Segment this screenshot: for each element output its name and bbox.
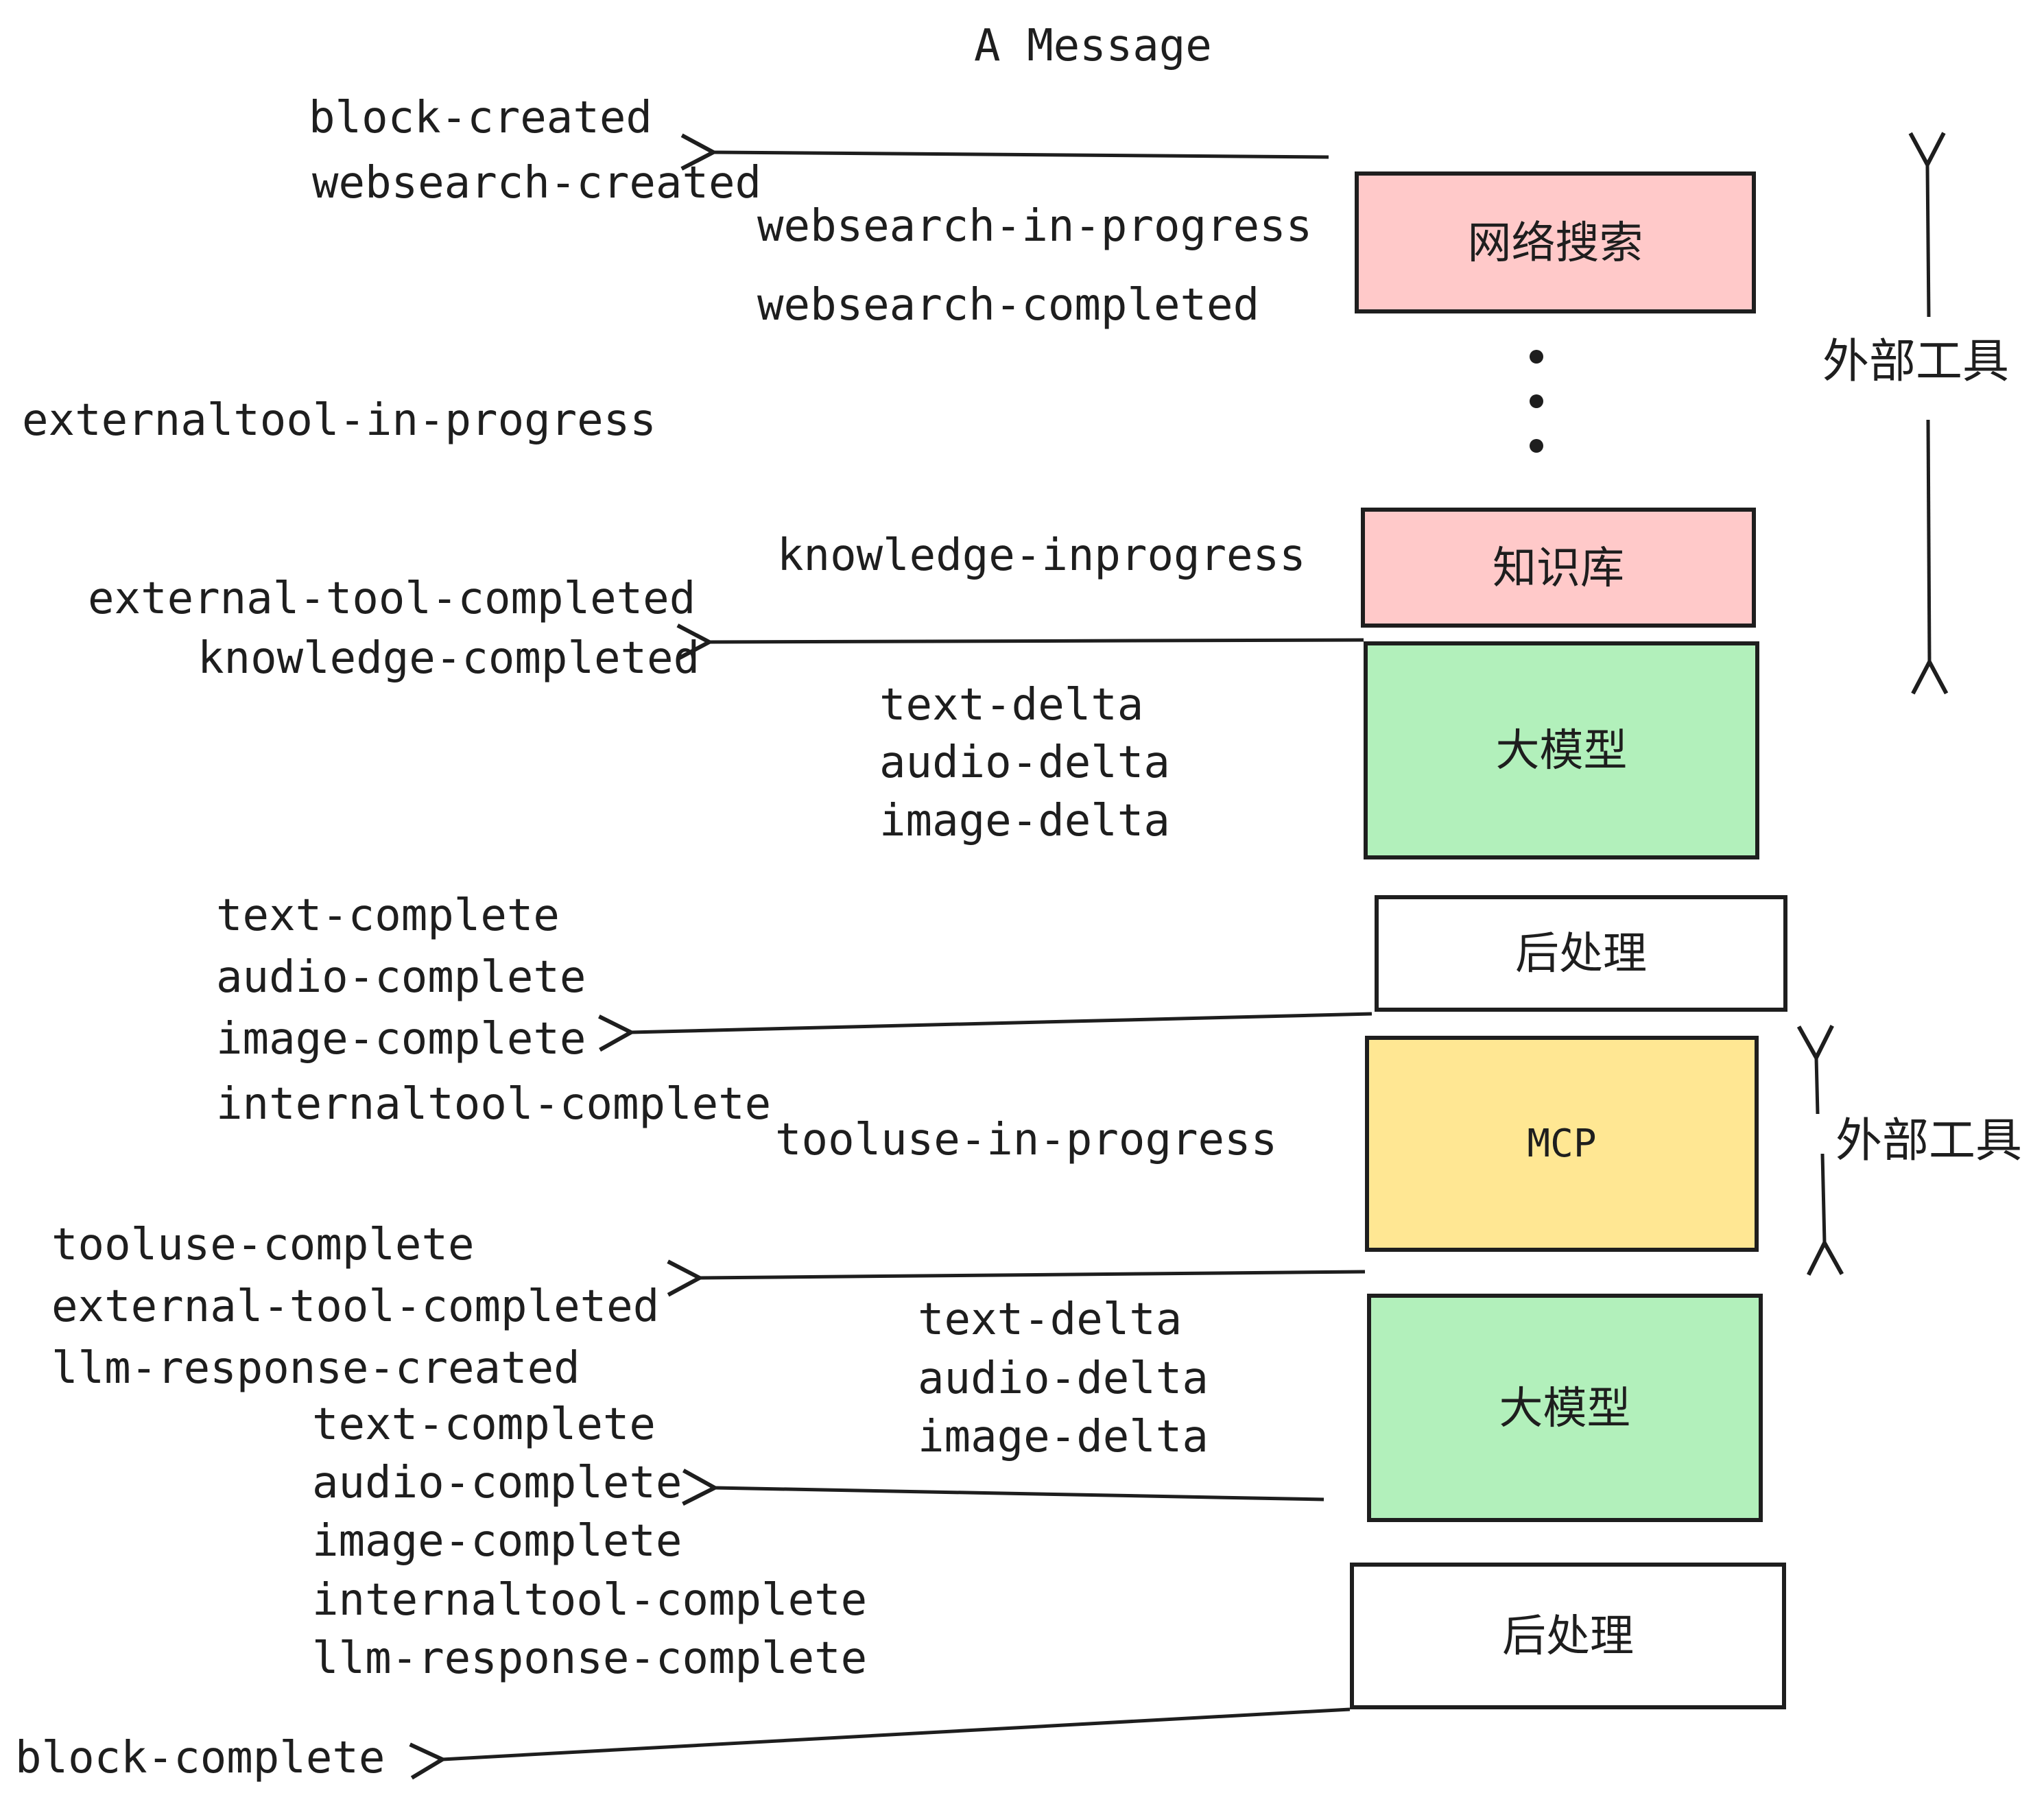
- arrow-to-block-complete: [409, 1707, 1351, 1780]
- page-title: A Message: [974, 21, 1212, 71]
- box-llm-2-label: 大模型: [1499, 1383, 1631, 1433]
- label-knowledge-inprogress: knowledge-inprogress: [777, 530, 1306, 581]
- box-llm-1: 大模型: [1364, 641, 1759, 859]
- label-audio-complete-2: audio-complete: [312, 1458, 682, 1508]
- label-text-delta-1: text-delta: [879, 680, 1144, 731]
- label-external-tool-completed-2: external-tool-completed: [51, 1281, 660, 1332]
- label-text-delta-2: text-delta: [918, 1294, 1183, 1345]
- ellipsis-dot: [1530, 394, 1543, 408]
- arrow-to-knowledge-completed: [676, 624, 1364, 661]
- label-image-complete-1: image-complete: [216, 1014, 586, 1065]
- label-image-delta-2: image-delta: [918, 1412, 1209, 1462]
- box-mcp-label: MCP: [1527, 1121, 1597, 1166]
- label-websearch-completed: websearch-completed: [757, 280, 1260, 331]
- box-postprocess-1-label: 后处理: [1515, 929, 1647, 978]
- label-audio-delta-1: audio-delta: [879, 737, 1170, 788]
- arrow-to-external-tool-completed: [667, 1259, 1366, 1297]
- label-tooluse-in-progress: tooluse-in-progress: [775, 1115, 1278, 1165]
- box-postprocess-1: 后处理: [1375, 895, 1787, 1012]
- label-websearch-in-progress: websearch-in-progress: [757, 201, 1313, 252]
- label-audio-complete-1: audio-complete: [216, 952, 586, 1003]
- label-audio-delta-2: audio-delta: [918, 1353, 1209, 1404]
- box-knowledge-label: 知识库: [1493, 543, 1624, 593]
- label-block-created: block-created: [309, 93, 652, 143]
- arrow-to-audio-complete: [682, 1469, 1324, 1506]
- label-internaltool-complete-1: internaltool-complete: [216, 1079, 772, 1130]
- label-llm-response-created: llm-response-created: [51, 1343, 580, 1394]
- box-llm-1-label: 大模型: [1495, 726, 1628, 775]
- ellipsis-dot: [1530, 350, 1543, 364]
- external-tools-up-arrow-2: [1796, 1025, 1834, 1115]
- label-block-complete: block-complete: [15, 1733, 385, 1783]
- box-websearch-label: 网络搜索: [1467, 217, 1643, 268]
- label-text-complete-1: text-complete: [216, 890, 560, 941]
- label-websearch-created: websearch-created: [312, 158, 762, 209]
- external-tools-down-arrow-1: [1911, 419, 1949, 695]
- label-llm-response-complete: llm-response-complete: [312, 1633, 868, 1684]
- label-externaltool-in-progress: externaltool-in-progress: [22, 395, 656, 446]
- box-postprocess-2: 后处理: [1350, 1563, 1786, 1709]
- box-knowledge: 知识库: [1361, 508, 1756, 628]
- label-knowledge-completed: knowledge-completed: [198, 633, 700, 684]
- external-tools-up-arrow-1: [1908, 132, 1946, 318]
- external-tools-label-bottom: 外部工具: [1835, 1115, 2023, 1167]
- label-image-complete-2: image-complete: [312, 1516, 682, 1567]
- box-mcp: MCP: [1365, 1036, 1759, 1252]
- label-image-delta-1: image-delta: [879, 796, 1170, 846]
- label-external-tool-completed-1: external-tool-completed: [88, 573, 696, 624]
- box-postprocess-2-label: 后处理: [1502, 1611, 1634, 1661]
- label-tooluse-complete: tooluse-complete: [51, 1220, 475, 1270]
- arrow-to-websearch-created: [680, 133, 1329, 171]
- label-internaltool-complete-2: internaltool-complete: [312, 1575, 868, 1626]
- box-llm-2: 大模型: [1367, 1294, 1763, 1522]
- external-tools-label-top: 外部工具: [1822, 335, 2010, 388]
- external-tools-down-arrow-2: [1807, 1153, 1844, 1276]
- arrow-to-image-complete: [598, 1012, 1372, 1052]
- label-text-complete-2: text-complete: [312, 1399, 656, 1450]
- box-websearch: 网络搜索: [1355, 171, 1756, 313]
- ellipsis-dot: [1530, 439, 1543, 453]
